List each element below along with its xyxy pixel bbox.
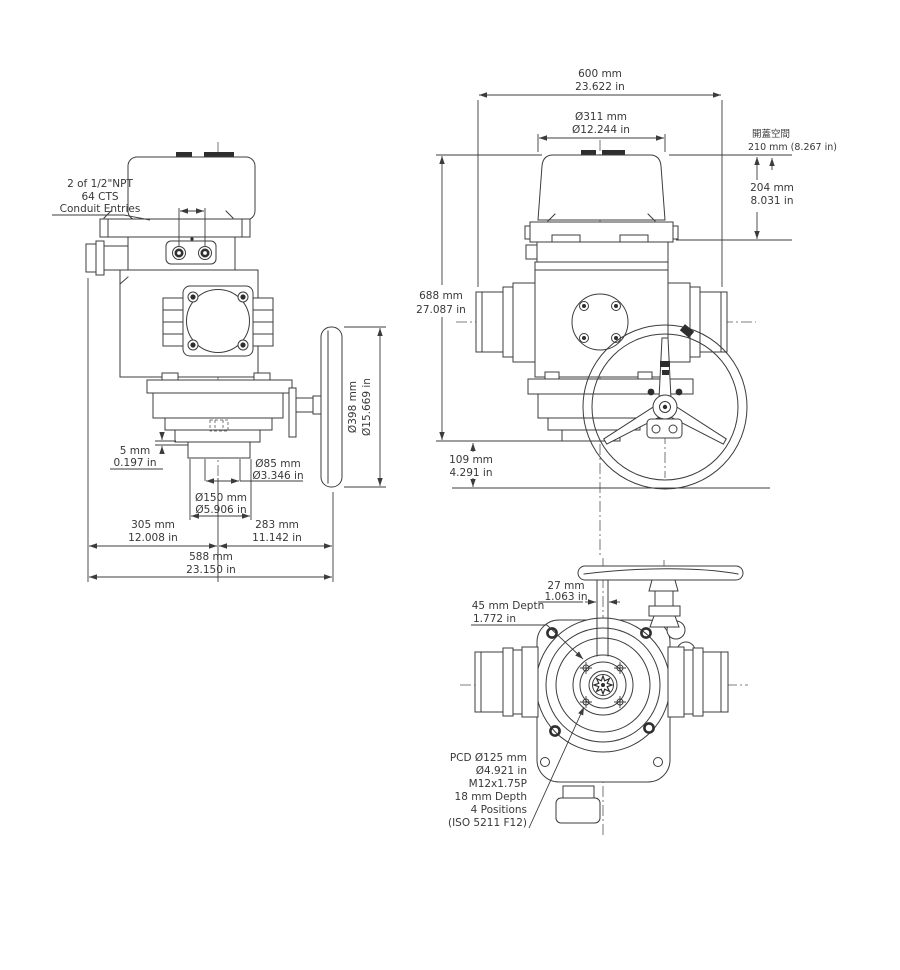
pcd-note-line6: (ISO 5211 F12) [448, 817, 527, 829]
clearance-value: 210 mm (8.267 in) [748, 142, 837, 153]
pcd-bolt-holes [580, 662, 626, 708]
side-flange-bolts [187, 291, 249, 351]
dim-cover-height-in: 8.031 in [751, 195, 794, 207]
top-view [460, 558, 748, 838]
handwheel [582, 324, 748, 490]
dim-overall-width-mm: 600 mm [578, 68, 622, 80]
spline-star [592, 674, 614, 696]
dim-overall-width-in: 23.622 in [575, 81, 625, 93]
dim-overall-height-in: 27.087 in [416, 304, 466, 316]
dim-base-offset-in: 4.291 in [450, 467, 493, 479]
dim-shaft-offset-mm: 27 mm [547, 580, 584, 592]
dim-total-span-in: 23.150 in [186, 564, 236, 576]
dim-handwheel-dia-mm: Ø398 mm [347, 381, 359, 433]
pcd-note-line4: 18 mm Depth [455, 791, 527, 803]
pcd-note-line1: PCD Ø125 mm [450, 752, 527, 764]
socket-depth-line2: 1.772 in [473, 613, 516, 625]
dim-right-span-mm: 283 mm [255, 519, 299, 531]
dim-overall-height-mm: 688 mm [419, 290, 463, 302]
dim-output-dia-mm: Ø85 mm [255, 458, 300, 470]
dim-right-span-in: 11.142 in [252, 532, 302, 544]
dim-cover-dia-mm: Ø311 mm [575, 111, 627, 123]
front-view-dimensions: 600 mm 23.622 in Ø311 mm Ø12.244 in 開蓋空間… [416, 68, 837, 489]
front-view [456, 140, 756, 558]
top-view-dimensions: 27 mm 1.063 in 45 mm Depth 1.772 in PCD … [448, 580, 620, 829]
pcd-note-line3: M12x1.75P [469, 778, 527, 790]
conduit-note-line1: 2 of 1/2"NPT [67, 178, 133, 190]
pcd-note-line5: 4 Positions [471, 804, 527, 816]
dim-output-dia-in: Ø3.346 in [252, 470, 303, 482]
dim-cover-dia-in: Ø12.244 in [572, 124, 630, 136]
dim-boss-dia-mm: Ø150 mm [195, 492, 247, 504]
dim-left-span-mm: 305 mm [131, 519, 175, 531]
socket-depth-line1: 45 mm Depth [472, 600, 544, 612]
dim-handwheel-dia-in: Ø15.669 in [361, 378, 373, 436]
front-flange-bolts [579, 301, 621, 343]
conduit-note-line2: 64 CTS [81, 191, 118, 203]
dim-step-in: 0.197 in [114, 457, 157, 469]
dim-base-offset-mm: 109 mm [449, 454, 493, 466]
dim-left-span-in: 12.008 in [128, 532, 178, 544]
dim-shaft-offset-in: 1.063 in [545, 591, 588, 603]
dim-total-span-mm: 588 mm [189, 551, 233, 563]
dim-boss-dia-in: Ø5.906 in [195, 504, 246, 516]
clearance-label: 開蓋空間 [752, 128, 790, 140]
side-view-dimensions: 2 of 1/2"NPT 64 CTS Conduit Entries Ø398… [52, 178, 386, 582]
dim-cover-height-mm: 204 mm [750, 182, 794, 194]
dim-step-mm: 5 mm [120, 445, 150, 457]
pcd-note-line2: Ø4.921 in [476, 765, 527, 777]
side-view [85, 142, 343, 488]
conduit-note-line3: Conduit Entries [60, 203, 141, 215]
